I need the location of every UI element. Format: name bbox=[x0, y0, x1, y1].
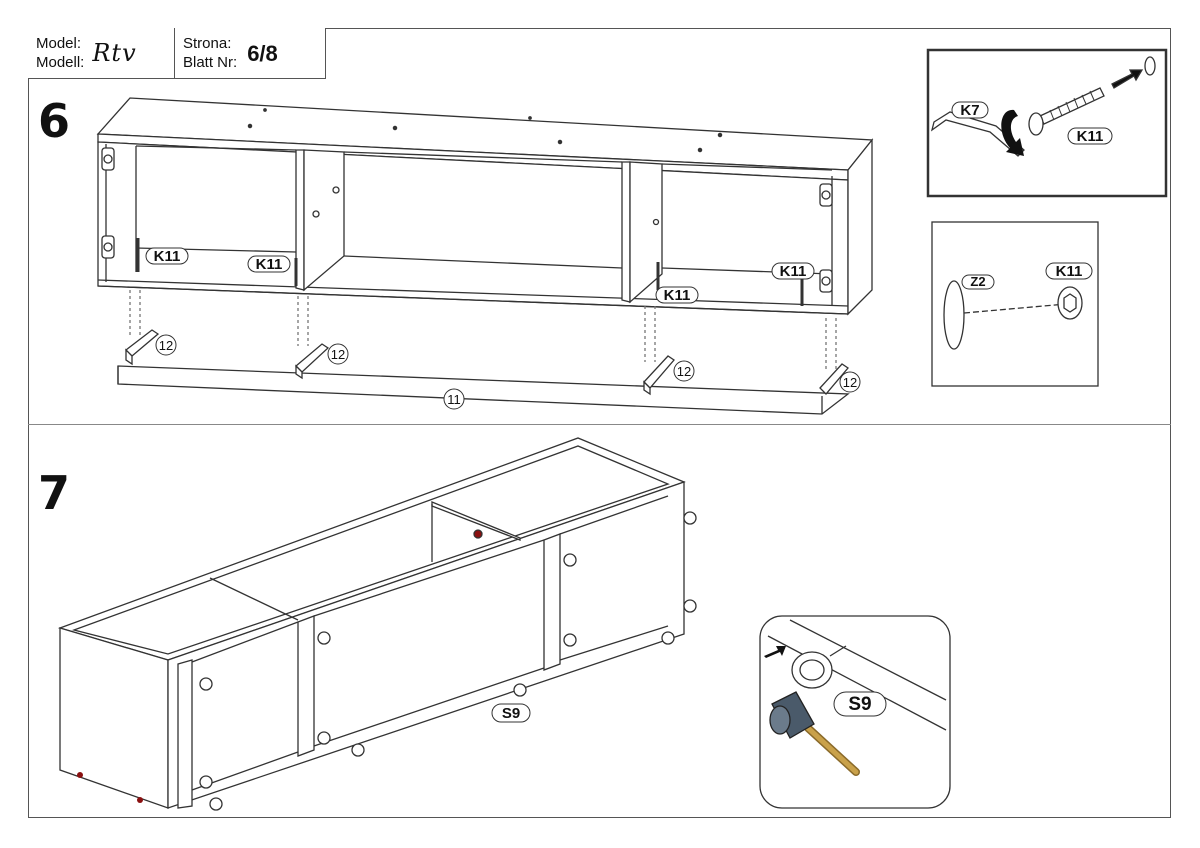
inset-tag-s9: S9 bbox=[833, 691, 887, 717]
part-tag-k11-d: K11 bbox=[771, 262, 815, 280]
step7-cabinet bbox=[57, 437, 686, 809]
part-number-11: 11 bbox=[443, 388, 465, 410]
svg-text:K11: K11 bbox=[1077, 128, 1104, 145]
part-tag-s9: S9 bbox=[491, 703, 531, 723]
inset-tag-k11-tool: K11 bbox=[1067, 127, 1113, 145]
page-frame bbox=[28, 28, 1171, 818]
svg-text:K11: K11 bbox=[780, 263, 807, 280]
step7-glides bbox=[199, 511, 697, 811]
part-tag-k11-b: K11 bbox=[247, 255, 291, 273]
hammer-drawing bbox=[764, 619, 947, 776]
svg-text:S9: S9 bbox=[848, 694, 871, 715]
step6-plinth bbox=[117, 329, 850, 415]
svg-text:K7: K7 bbox=[960, 102, 979, 119]
title-block: Model: Modell: Rtv Strona: Blatt Nr: 6/8 bbox=[28, 28, 326, 79]
part-tag-k11-c: K11 bbox=[655, 286, 699, 304]
page-cell: Strona: Blatt Nr: 6/8 bbox=[175, 28, 325, 78]
svg-text:12: 12 bbox=[843, 375, 857, 390]
step6-guides bbox=[129, 290, 837, 370]
inset-tag-k11-cap: K11 bbox=[1045, 262, 1093, 280]
step-7-number: 7 bbox=[38, 466, 71, 520]
allen-key-drawing bbox=[930, 56, 1156, 157]
modell-label: Modell: bbox=[36, 54, 85, 71]
svg-text:Z2: Z2 bbox=[970, 274, 985, 289]
svg-text:K11: K11 bbox=[256, 256, 283, 273]
inset-tag-k7: K7 bbox=[951, 101, 989, 119]
part-number-12-b: 12 bbox=[327, 343, 349, 365]
svg-text:12: 12 bbox=[159, 338, 173, 353]
part-number-12-c: 12 bbox=[673, 360, 695, 382]
brand-logo: Rtv bbox=[92, 38, 137, 67]
part-number-12-d: 12 bbox=[839, 371, 861, 393]
blatt-label: Blatt Nr: bbox=[183, 54, 238, 71]
part-number-12-a: 12 bbox=[155, 334, 177, 356]
inset-tag-z2: Z2 bbox=[961, 274, 995, 290]
cap-drawing bbox=[943, 280, 1083, 350]
model-cell: Model: Modell: Rtv bbox=[28, 28, 175, 78]
step6-cabinet bbox=[96, 97, 874, 316]
svg-text:K11: K11 bbox=[154, 248, 181, 265]
svg-text:12: 12 bbox=[677, 364, 691, 379]
step-divider bbox=[28, 424, 1171, 425]
part-tag-k11-a: K11 bbox=[145, 247, 189, 265]
svg-text:K11: K11 bbox=[1056, 263, 1083, 280]
svg-text:12: 12 bbox=[331, 347, 345, 362]
svg-text:11: 11 bbox=[447, 392, 461, 407]
svg-text:K11: K11 bbox=[664, 287, 691, 304]
strona-label: Strona: bbox=[183, 35, 232, 52]
svg-text:S9: S9 bbox=[502, 705, 520, 722]
page-number: 6/8 bbox=[247, 40, 278, 66]
step-6-number: 6 bbox=[38, 94, 71, 148]
model-label: Model: bbox=[36, 35, 82, 52]
